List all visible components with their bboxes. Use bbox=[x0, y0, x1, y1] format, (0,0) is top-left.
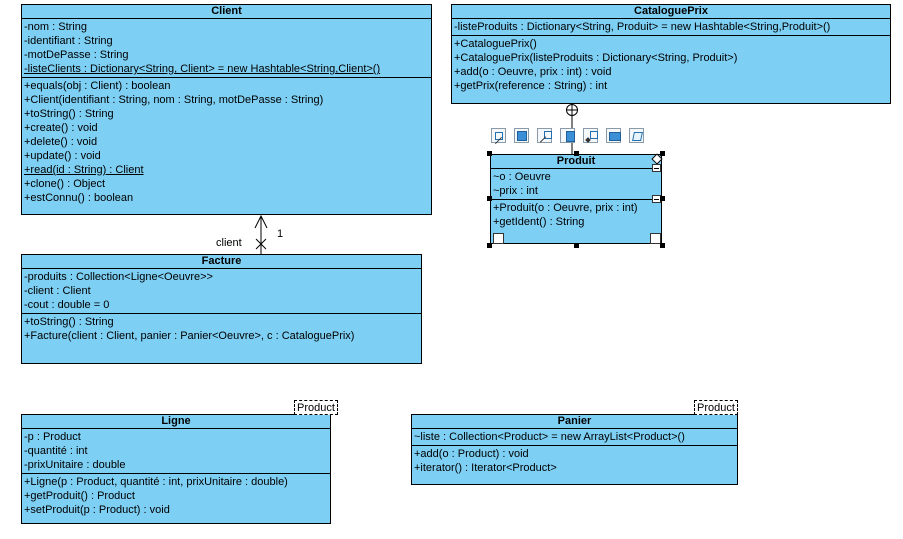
class-title: Client bbox=[22, 5, 431, 19]
attributes-section: -produits : Collection<Ligne<Oeuvre>> -c… bbox=[22, 269, 421, 314]
association-tool-icon[interactable] bbox=[537, 128, 552, 143]
aggregation-tool-icon[interactable] bbox=[560, 128, 575, 143]
attribute-row[interactable]: -prixUnitaire : double bbox=[24, 459, 126, 471]
attribute-row[interactable]: -motDePasse : String bbox=[24, 49, 129, 61]
facture-client-association[interactable] bbox=[254, 214, 268, 254]
operation-row[interactable]: +getIdent() : String bbox=[493, 216, 585, 228]
class-facture[interactable]: Facture -produits : Collection<Ligne<Oeu… bbox=[21, 254, 422, 364]
class-title: Ligne bbox=[22, 415, 330, 429]
attribute-row[interactable]: -nom : String bbox=[24, 21, 87, 33]
operation-row[interactable]: +getProduit() : Product bbox=[24, 490, 135, 502]
class-title: Facture bbox=[22, 255, 421, 269]
class-title: Panier bbox=[412, 415, 737, 429]
attributes-section: ~o : Oeuvre ~prix : int bbox=[491, 169, 661, 200]
selection-handle[interactable] bbox=[660, 151, 665, 156]
selection-handle[interactable] bbox=[487, 196, 492, 201]
add-member-icon[interactable] bbox=[650, 233, 661, 244]
attribute-row[interactable]: ~prix : int bbox=[493, 185, 538, 197]
attributes-section: ~liste : Collection<Product> = new Array… bbox=[412, 429, 737, 446]
class-title: CataloguePrix bbox=[452, 5, 890, 19]
operation-row[interactable]: +Produit(o : Oeuvre, prix : int) bbox=[493, 202, 638, 214]
dependency-tool-icon[interactable] bbox=[606, 128, 621, 143]
selection-handle[interactable] bbox=[574, 151, 579, 156]
attribute-row[interactable]: -client : Client bbox=[24, 285, 91, 297]
class-produit[interactable]: Produit ~o : Oeuvre ~prix : int +Produit… bbox=[490, 154, 662, 244]
attribute-row[interactable]: -p : Product bbox=[24, 431, 81, 443]
attribute-row[interactable]: -listeClients : Dictionary<String, Clien… bbox=[24, 63, 381, 75]
operation-row[interactable]: +create() : void bbox=[24, 122, 98, 134]
class-catalogueprix[interactable]: CataloguePrix -listeProduits : Dictionar… bbox=[451, 4, 891, 104]
selection-handle[interactable] bbox=[487, 243, 492, 248]
generalization-tool-icon[interactable] bbox=[491, 128, 506, 145]
operation-row[interactable]: +Ligne(p : Product, quantité : int, prix… bbox=[24, 476, 288, 488]
association-multiplicity-label: 1 bbox=[277, 228, 284, 240]
class-title: Produit bbox=[491, 155, 661, 169]
class-client[interactable]: Client -nom : String -identifiant : Stri… bbox=[21, 4, 432, 215]
class-ligne[interactable]: Ligne -p : Product -quantité : int -prix… bbox=[21, 414, 331, 524]
attribute-row[interactable]: ~liste : Collection<Product> = new Array… bbox=[414, 431, 685, 443]
template-parameter-panier[interactable]: Product bbox=[694, 400, 738, 415]
association-role-label: client bbox=[216, 237, 242, 249]
operation-row[interactable]: +Facture(client : Client, panier : Panie… bbox=[24, 330, 355, 342]
selection-handle[interactable] bbox=[660, 196, 665, 201]
operation-row[interactable]: +CataloguePrix() bbox=[454, 38, 537, 50]
attribute-row[interactable]: -listeProduits : Dictionary<String, Prod… bbox=[454, 21, 831, 33]
operations-section: +add(o : Product) : void +iterator() : I… bbox=[412, 446, 737, 476]
operations-section: +equals(obj : Client) : boolean +Client(… bbox=[22, 78, 431, 206]
composition-tool-icon[interactable] bbox=[583, 128, 598, 143]
operations-section: +CataloguePrix() +CataloguePrix(listePro… bbox=[452, 36, 890, 94]
operation-row[interactable]: +clone() : Object bbox=[24, 178, 106, 190]
operation-row[interactable]: +delete() : void bbox=[24, 136, 98, 148]
attribute-row[interactable]: -quantité : int bbox=[24, 445, 88, 457]
operation-row[interactable]: +update() : void bbox=[24, 150, 101, 162]
operation-row[interactable]: +equals(obj : Client) : boolean bbox=[24, 80, 171, 92]
operations-section: +Ligne(p : Product, quantité : int, prix… bbox=[22, 474, 330, 518]
class-panier[interactable]: Panier ~liste : Collection<Product> = ne… bbox=[411, 414, 738, 485]
selection-handle[interactable] bbox=[574, 243, 579, 248]
operation-row[interactable]: +CataloguePrix(listeProduits : Dictionar… bbox=[454, 52, 738, 64]
attributes-section: -nom : String -identifiant : String -mot… bbox=[22, 19, 431, 78]
attribute-row[interactable]: ~o : Oeuvre bbox=[493, 171, 551, 183]
operation-row[interactable]: +add(o : Oeuvre, prix : int) : void bbox=[454, 66, 612, 78]
attributes-section: -p : Product -quantité : int -prixUnitai… bbox=[22, 429, 330, 474]
operation-row[interactable]: +iterator() : Iterator<Product> bbox=[414, 462, 557, 474]
operations-section: +toString() : String +Facture(client : C… bbox=[22, 314, 421, 344]
operation-row[interactable]: +toString() : String bbox=[24, 108, 114, 120]
operation-row[interactable]: +setProduit(p : Product) : void bbox=[24, 504, 170, 516]
attributes-section: -listeProduits : Dictionary<String, Prod… bbox=[452, 19, 890, 36]
template-parameter-ligne[interactable]: Product bbox=[294, 400, 338, 415]
attribute-row[interactable]: -cout : double = 0 bbox=[24, 299, 110, 311]
operation-row[interactable]: +read(id : String) : Client bbox=[24, 164, 144, 176]
realization-tool-icon[interactable] bbox=[514, 128, 529, 143]
operation-row[interactable]: +getPrix(reference : String) : int bbox=[454, 80, 608, 92]
selection-handle[interactable] bbox=[660, 243, 665, 248]
package-tool-icon[interactable] bbox=[629, 128, 644, 143]
attribute-row[interactable]: -identifiant : String bbox=[24, 35, 113, 47]
resize-corner-icon[interactable] bbox=[493, 233, 504, 244]
collapse-attributes-toggle-icon[interactable] bbox=[652, 164, 661, 172]
selection-handle[interactable] bbox=[487, 151, 492, 156]
operation-row[interactable]: +estConnu() : boolean bbox=[24, 192, 134, 204]
operation-row[interactable]: +toString() : String bbox=[24, 316, 114, 328]
operation-row[interactable]: +add(o : Product) : void bbox=[414, 448, 529, 460]
attribute-row[interactable]: -produits : Collection<Ligne<Oeuvre>> bbox=[24, 271, 213, 283]
operation-row[interactable]: +Client(identifiant : String, nom : Stri… bbox=[24, 94, 324, 106]
operations-section: +Produit(o : Oeuvre, prix : int) +getIde… bbox=[491, 200, 661, 230]
